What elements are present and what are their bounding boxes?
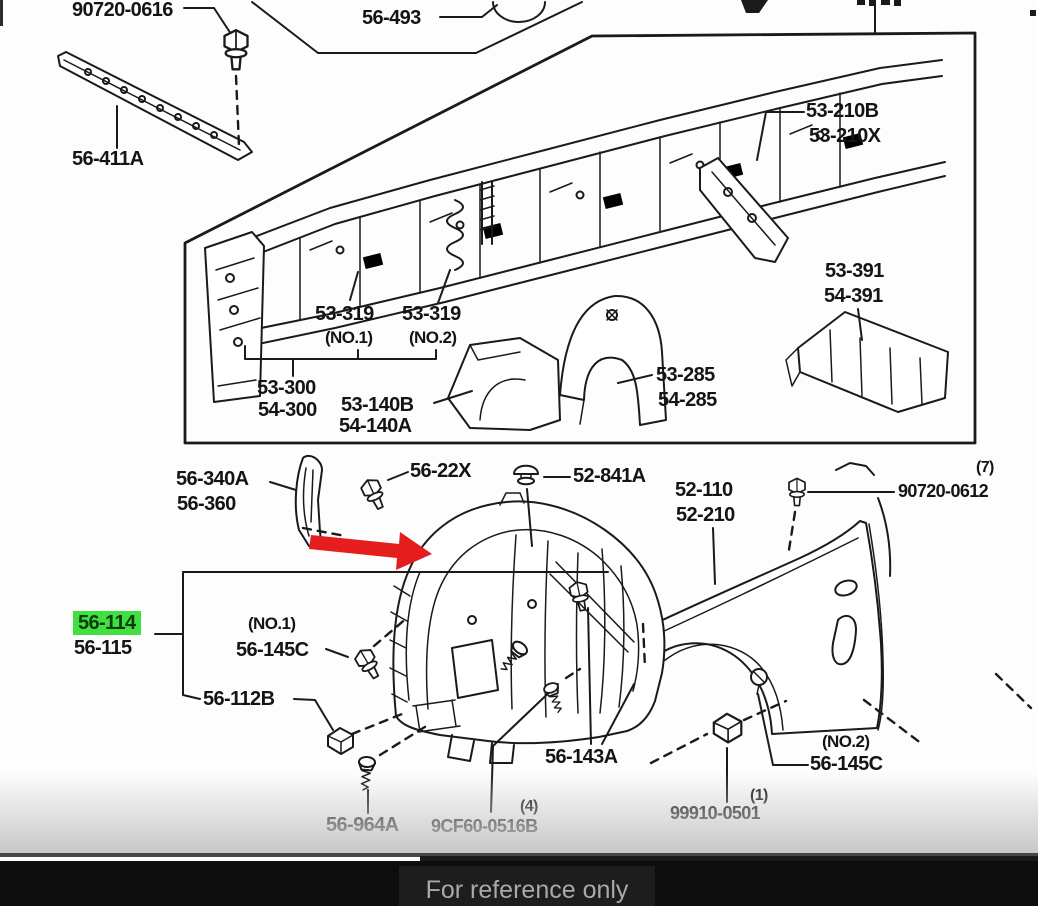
part-53-210-sketch [699, 157, 789, 263]
caption-text: For reference only [425, 876, 629, 904]
threaded-rod-sketch [481, 181, 493, 245]
part-label-54-300: 54-300 [258, 399, 317, 421]
qty-label-7: (7) [976, 459, 994, 476]
part-label-90720-0616: 90720-0616 [72, 0, 173, 21]
pin-icon [750, 668, 768, 695]
cropped-label-fragment [741, 0, 1036, 16]
part-53-391-sketch [785, 311, 949, 413]
part-56-411a-sketch [57, 51, 253, 161]
part-label-56-340a: 56-340A [176, 468, 249, 490]
part-label-56-411a: 56-411A [72, 148, 144, 170]
note-no1-145c: (NO.1) [248, 614, 296, 633]
bolt-icon [788, 477, 806, 507]
part-label-53-300: 53-300 [257, 377, 316, 399]
grommet-icon [513, 464, 539, 486]
part-label-52-110: 52-110 [675, 479, 733, 501]
dashed-lines [234, 74, 1033, 765]
frame-edge-line-dark [420, 856, 1038, 861]
part-56-340a-sketch [294, 454, 323, 549]
part-label-52-210: 52-210 [676, 504, 735, 526]
part-53-285-sketch [551, 294, 667, 426]
part-label-53-140b: 53-140B [341, 394, 414, 416]
part-label-56-22x: 56-22X [410, 460, 472, 482]
part-53-140-sketch [447, 337, 561, 431]
part-label-56-360: 56-360 [177, 493, 236, 515]
bolt-icon [223, 29, 249, 71]
part-label-53-210x: 53-210X [809, 125, 881, 147]
part-label-56-112b: 56-112B [203, 688, 275, 710]
part-label-56-145c-no2: 56-145C [810, 753, 883, 775]
screen-edge-artifact [0, 0, 3, 26]
note-no2-145c: (NO.2) [822, 732, 870, 751]
part-label-54-140a: 54-140A [339, 415, 412, 437]
fastener-icons [223, 29, 806, 792]
part-label-56-114-highlighted: 56-114 [73, 611, 141, 635]
nut-icon [712, 712, 743, 744]
part-label-53-285: 53-285 [656, 364, 715, 386]
part-label-56-143a: 56-143A [545, 746, 618, 768]
note-no2: (NO.2) [409, 328, 457, 347]
bottom-fade [0, 772, 1038, 854]
part-label-54-285: 54-285 [658, 389, 717, 411]
part-label-52-841a: 52-841A [573, 465, 646, 487]
part-label-53-319-no1: 53-319 [315, 303, 374, 325]
spring-part-sketch [446, 199, 464, 271]
bolt-icon [358, 475, 390, 513]
part-label-56-145c-no1: 56-145C [236, 639, 309, 661]
upper-assembly-box [183, 1, 977, 445]
part-label-53-319-no2: 53-319 [402, 303, 461, 325]
lower-leader-bracket [154, 571, 201, 700]
part-label-56-115: 56-115 [74, 637, 132, 659]
frame-edge-line [0, 853, 1038, 857]
part-label-56-493: 56-493 [362, 7, 421, 29]
caption-box: For reference only [399, 866, 655, 906]
note-no1: (NO.1) [325, 328, 373, 347]
part-label-54-391: 54-391 [824, 285, 883, 307]
part-label-90720-0612: 90720-0612 [898, 481, 989, 501]
bolt-icon [351, 645, 385, 683]
part-label-53-391: 53-391 [825, 260, 884, 282]
part-label-53-210b: 53-210B [806, 100, 879, 122]
clip-icon [327, 727, 354, 755]
red-arrow-annotation [309, 532, 432, 570]
wheel-apron-sketch [389, 492, 666, 764]
